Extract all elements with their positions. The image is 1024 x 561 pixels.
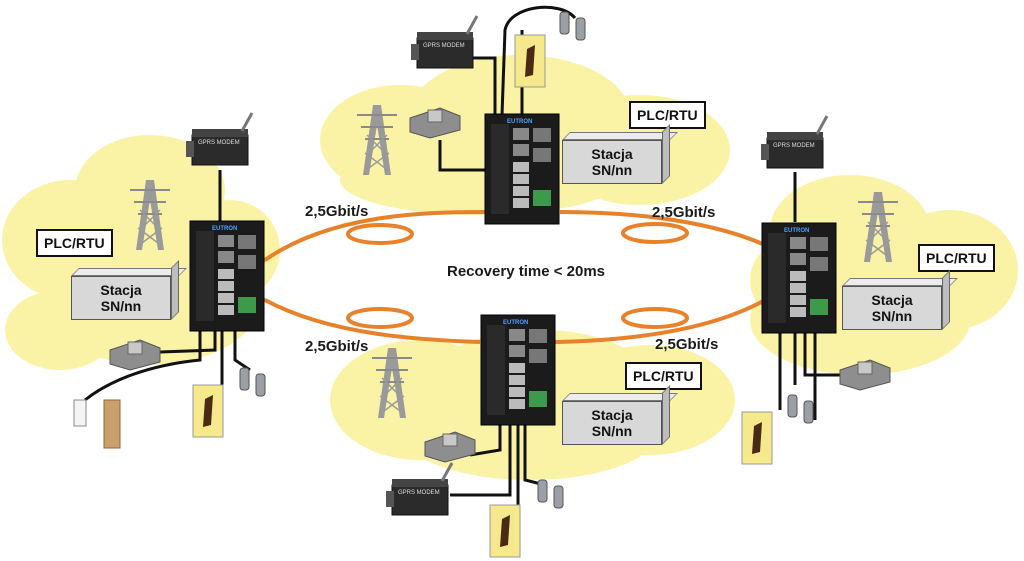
connector-icon [787,394,814,424]
substation-label-line2: SN/nn [100,298,142,314]
switch-brand-left: EUTRON [212,226,237,232]
connector-icon [537,479,564,509]
industrial-switch-top [484,113,560,225]
substation-label-line1: Stacja [100,282,142,298]
sensor-card-icon [514,34,546,88]
substation-label-line1: Stacja [871,292,913,308]
gprs-modem-top [409,14,479,70]
gprs-modem-bottom [384,461,454,517]
modem-label-left: GPRS MODEM [198,140,240,146]
switch-brand-right: EUTRON [784,228,809,234]
substation-label-line2: SN/nn [591,423,633,439]
switch-brand-bottom: EUTRON [503,320,528,326]
sensor-card-icon [741,411,773,465]
sensor-card-icon [489,504,521,558]
link-speed-label-bottom-right: 2,5Gbit/s [655,336,719,353]
thermometer-icon [73,399,121,449]
modem-label-bottom: GPRS MODEM [398,490,440,496]
link-speed-label-bottom-left: 2,5Gbit/s [305,338,369,355]
industrial-switch-bottom [480,314,556,426]
plc-rtu-box-left: PLC/RTU [36,229,113,257]
link-speed-label-top-left: 2,5Gbit/s [305,203,369,220]
modem-label-top: GPRS MODEM [423,43,465,49]
substation-label-line1: Stacja [591,407,633,423]
substation-label-line2: SN/nn [591,162,633,178]
plc-rtu-box-bottom: PLC/RTU [625,362,702,390]
plc-rtu-box-right: PLC/RTU [918,244,995,272]
switch-brand-top: EUTRON [507,119,532,125]
modem-label-right: GPRS MODEM [773,143,815,149]
sensor-card-icon [192,384,224,438]
substation-label-line2: SN/nn [871,308,913,324]
substation-label-line1: Stacja [591,146,633,162]
recovery-time-label: Recovery time < 20ms [447,263,606,280]
gprs-modem-left [184,111,254,167]
industrial-switch-right [761,222,837,334]
link-speed-label-top-right: 2,5Gbit/s [652,204,716,221]
connector-icon [239,367,266,397]
industrial-switch-left [189,220,265,332]
gprs-modem-right [759,114,829,170]
